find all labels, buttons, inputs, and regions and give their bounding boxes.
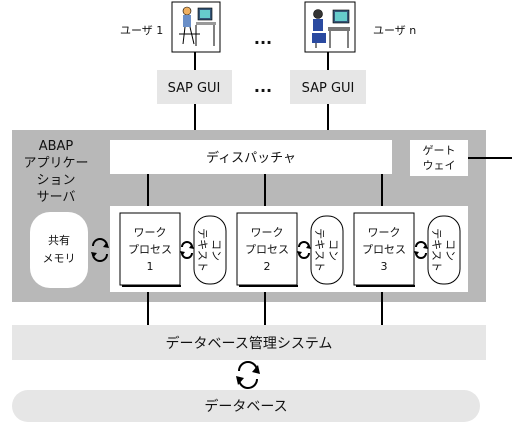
work-process-1-line-2: プロセス bbox=[128, 243, 172, 256]
dbms-bar bbox=[12, 325, 486, 360]
gateway-label-line-1: ゲート bbox=[423, 144, 456, 157]
sap-gui-label-2: SAP GUI bbox=[302, 81, 355, 96]
work-process-3-line-1: ワーク bbox=[368, 226, 401, 239]
work-process-1-line-1: ワーク bbox=[134, 226, 167, 239]
context-2-line-1: コン bbox=[327, 239, 340, 261]
context-2-box bbox=[310, 215, 344, 285]
sync-arrows-icon bbox=[414, 241, 428, 259]
sap-gui-box-1 bbox=[157, 70, 232, 104]
user-workstation-1 bbox=[171, 1, 221, 53]
context-3-box bbox=[427, 215, 461, 285]
dispatcher-label: ディスパッチャ bbox=[206, 150, 296, 166]
work-process-1-line-3: 1 bbox=[147, 260, 154, 273]
work-process-2-line-2: プロセス bbox=[245, 243, 289, 256]
context-1-line-1: コン bbox=[210, 239, 223, 261]
gui-ellipsis: ... bbox=[254, 77, 272, 96]
work-process-2-line-3: 2 bbox=[264, 260, 271, 273]
sap-gui-label-1: SAP GUI bbox=[168, 81, 221, 96]
server-title-line-2: アプリケー bbox=[23, 156, 88, 171]
server-title-line-3: ション bbox=[36, 173, 75, 188]
user-1-label: ユーザ 1 bbox=[120, 24, 163, 37]
database-label: データベース bbox=[204, 398, 287, 415]
work-process-2-box bbox=[236, 212, 298, 286]
context-2-line-2: テキスト bbox=[313, 228, 326, 272]
context-3-line-2: テキスト bbox=[430, 228, 443, 272]
sap-gui-box-2 bbox=[290, 70, 366, 104]
user-workstation-n bbox=[304, 1, 356, 53]
sync-arrows-icon bbox=[236, 361, 260, 389]
gateway-box bbox=[410, 140, 468, 176]
work-process-2-line-1: ワーク bbox=[251, 226, 284, 239]
user-at-computer-icon bbox=[312, 9, 350, 48]
database-pill bbox=[12, 390, 480, 422]
work-process-3-line-2: プロセス bbox=[362, 243, 406, 256]
shared-memory-line-2: メモリ bbox=[43, 252, 76, 265]
work-process-3-box bbox=[353, 212, 415, 286]
sync-arrows-icon bbox=[91, 238, 109, 262]
context-1-box bbox=[193, 215, 227, 285]
work-process-3-line-3: 3 bbox=[381, 260, 388, 273]
context-1-line-2: テキスト bbox=[196, 228, 209, 272]
shared-memory-box bbox=[30, 212, 88, 288]
sync-arrows-icon bbox=[297, 241, 311, 259]
server-title-line-4: サーバ bbox=[37, 190, 76, 205]
user-at-computer-icon bbox=[179, 6, 216, 46]
users-ellipsis: ... bbox=[254, 29, 272, 48]
user-n-label: ユーザ n bbox=[373, 24, 416, 37]
sync-arrows-icon bbox=[180, 241, 194, 259]
gateway-label-line-2: ウェイ bbox=[423, 159, 456, 172]
context-3-line-1: コン bbox=[444, 239, 457, 261]
server-title-line-1: ABAP bbox=[39, 139, 74, 154]
dispatcher-box bbox=[110, 140, 392, 174]
shared-memory-line-1: 共有 bbox=[48, 233, 70, 247]
dbms-label: データベース管理システム bbox=[166, 335, 333, 352]
